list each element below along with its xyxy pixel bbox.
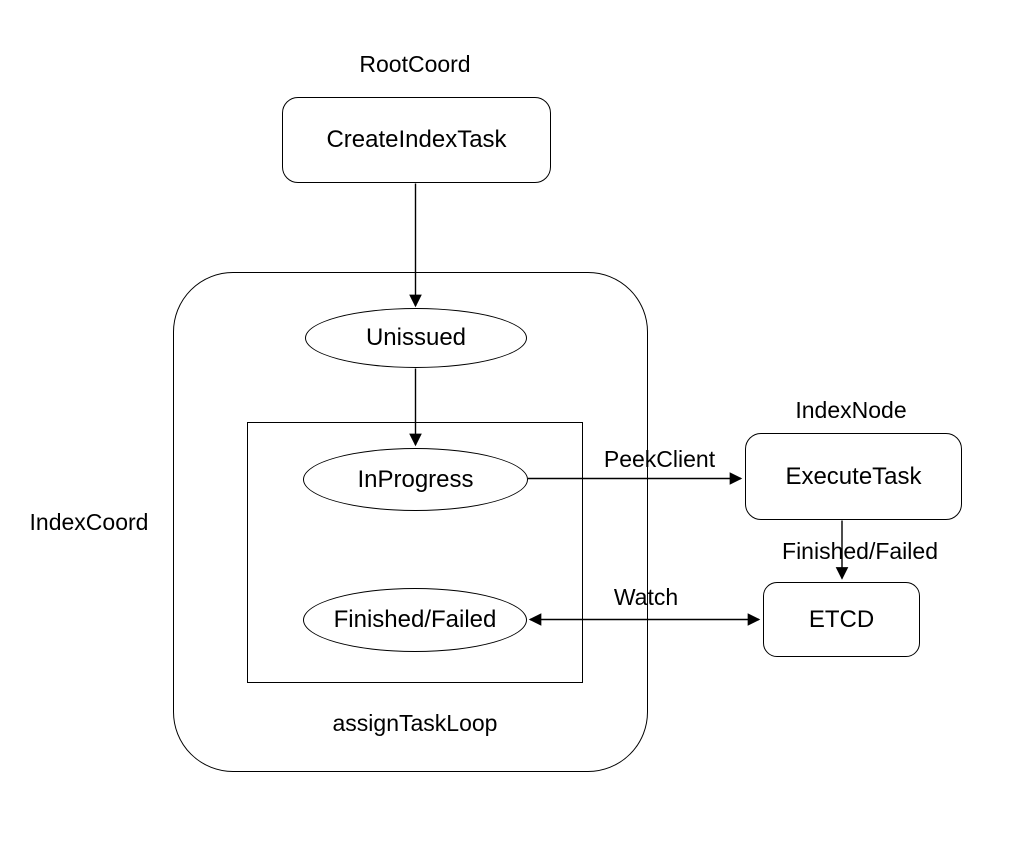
indexcoord-group-label: IndexCoord [8,509,170,537]
node-in-progress-label: InProgress [357,465,474,493]
edge-label-finished-failed-text: Finished/Failed [782,538,938,565]
edge-label-peekclient-text: PeekClient [603,446,716,473]
indexnode-group-label-text: IndexNode [795,397,907,424]
node-execute-task: ExecuteTask [745,433,962,520]
node-create-index-task: CreateIndexTask [282,97,551,183]
rootcoord-group-label-text: RootCoord [359,51,471,78]
node-create-index-task-label: CreateIndexTask [326,126,507,153]
indexcoord-group-label-text: IndexCoord [29,509,149,536]
node-finished-failed-label: Finished/Failed [333,606,497,633]
edge-label-watch: Watch [596,584,696,612]
edge-label-watch-text: Watch [613,584,679,611]
indexcoord-group-box [173,272,648,772]
assigntaskloop-group-label: assignTaskLoop [300,710,530,738]
indexnode-group-label: IndexNode [761,397,941,425]
node-finished-failed: Finished/Failed [303,588,527,652]
assigntaskloop-group-label-text: assignTaskLoop [332,710,498,737]
node-etcd: ETCD [763,582,920,657]
edge-label-peekclient: PeekClient [572,446,747,474]
node-etcd-label: ETCD [808,605,875,633]
edge-label-finished-failed: Finished/Failed [755,538,965,566]
node-execute-task-label: ExecuteTask [785,462,922,490]
rootcoord-group-label: RootCoord [315,51,515,79]
node-unissued: Unissued [305,308,527,368]
node-in-progress: InProgress [303,448,528,511]
node-unissued-label: Unissued [365,324,467,351]
